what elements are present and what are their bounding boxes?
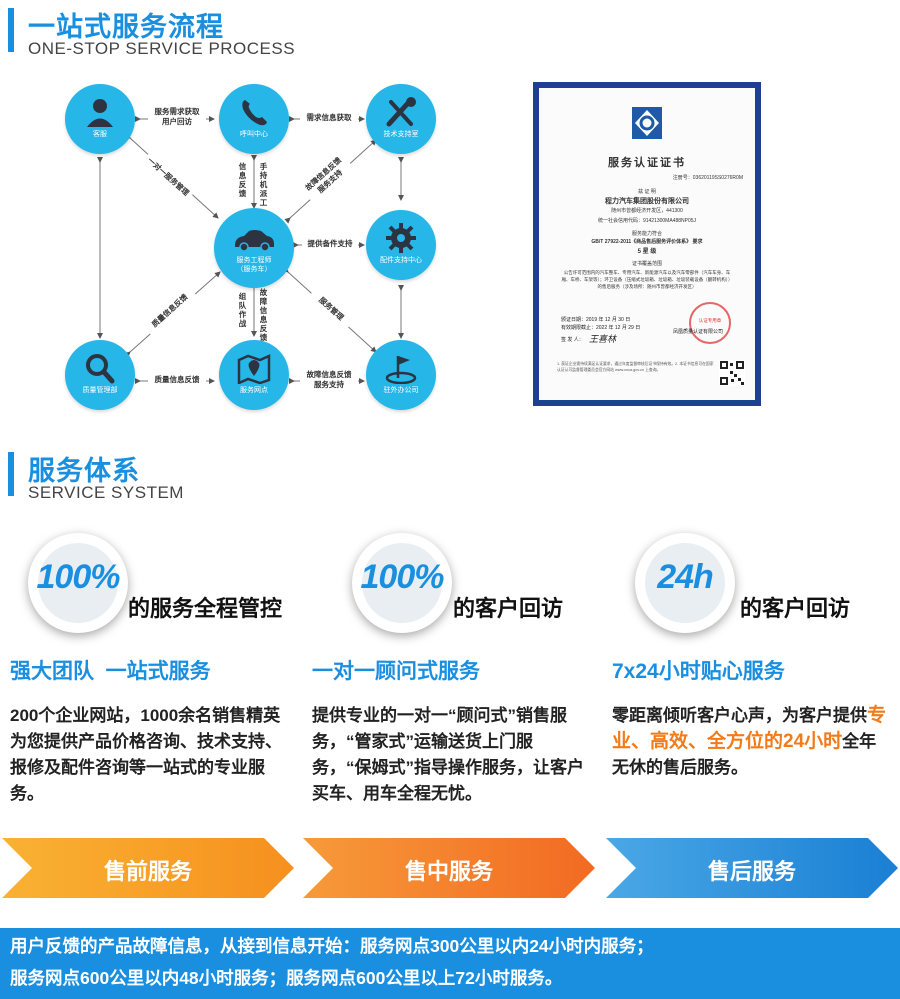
badge-value: 100%	[360, 558, 445, 596]
node-call-center: 呼叫中心	[219, 84, 289, 154]
column-body: 零距离倾听客户心声，为客户提供专业、高效、全方位的24小时全年无休的售后服务。	[612, 705, 887, 777]
certificate-issue-date: 颁证日期：2019 年 12 月 30 日	[561, 317, 631, 323]
phone-icon	[242, 100, 267, 126]
node-call-center-label: 呼叫中心	[240, 131, 268, 138]
node-tech-support-label: 技术支持室	[383, 131, 419, 138]
edge-label-outlet-office: 故障信息反馈 服务支持	[300, 370, 358, 390]
edge-label-dispatch: 手持机派工	[259, 162, 268, 207]
node-tech-support: 技术支持室	[366, 84, 436, 154]
node-quality: 质量管理部	[65, 340, 135, 410]
stage-label: 售中服务	[404, 859, 493, 884]
column-title: 强大团队 一站式服务	[10, 660, 211, 683]
certificate-standard: GB/T 27922-2011《商品售后服务评价体系》 要求	[591, 239, 703, 245]
node-service-engineer: 服务工程师 （服务车）	[214, 208, 294, 288]
certificate-paper: 服务认证证书 注册号：03620119SS0276R0M 兹 证 明 程力汽车集…	[539, 88, 755, 400]
column-title: 一对一顾问式服务	[312, 660, 480, 683]
section2-title: 服务体系	[28, 456, 140, 486]
certificate-label: 兹 证 明	[638, 189, 656, 195]
edge-label-team: 组队作战	[238, 292, 247, 328]
section2-subtitle: SERVICE SYSTEM	[28, 483, 184, 502]
node-service-outlet: 服务网点	[219, 340, 289, 410]
node-parts-center: 配件支持中心	[366, 210, 436, 280]
certificate-scope: 公告许可范围内的汽车整车、专用汽车、新能源汽车以及汽车零部件（汽车车身、车厢、车…	[561, 270, 733, 289]
badge-caption: 的客户回访	[453, 596, 564, 621]
section-accent-bar	[8, 452, 14, 496]
service-certificate: 服务认证证书 注册号：03620119SS0276R0M 兹 证 明 程力汽车集…	[533, 82, 761, 406]
location-flag-icon	[385, 356, 417, 384]
badge-bubble: 24h	[635, 533, 735, 633]
node-parts-center-label: 配件支持中心	[380, 257, 422, 264]
certificate-company: 程力汽车集团股份有限公司	[605, 198, 689, 205]
badge-caption: 的服务全程管控	[128, 596, 283, 621]
magnifier-icon	[86, 354, 115, 384]
edge-label-client-call: 服务需求获取 用户回访	[148, 107, 206, 127]
column-title: 7x24小时贴心服务	[612, 660, 785, 683]
badge-bubble: 100%	[352, 533, 452, 633]
stage-presale: 售前服务	[2, 838, 294, 898]
certificate-number: 注册号：03620119SS0276R0M	[672, 175, 743, 181]
node-service-engineer-label: 服务工程师 （服务车）	[236, 257, 272, 273]
map-pin-icon	[237, 354, 271, 384]
edge-label-outlet-quality: 质量信息反馈	[148, 375, 206, 385]
node-office: 驻外办公司	[366, 340, 436, 410]
certificate-title: 服务认证证书	[608, 157, 686, 169]
certificate-level: 5 星 级	[637, 249, 657, 255]
node-client-label: 客服	[93, 131, 107, 138]
stage-insale: 售中服务	[303, 838, 595, 898]
person-icon	[87, 99, 113, 127]
footer-line-2: 服务网点600公里以内48小时服务；服务网点600公里以上72小时服务。	[10, 968, 563, 988]
badge-value: 24h	[657, 558, 714, 596]
gear-icon	[386, 223, 416, 253]
certificate-issuer: 凤凰质量认证有限公司	[673, 329, 724, 335]
column-body: 200个企业网站，1000余名销售精英为您提供产品价格咨询、技术支持、报修及配件…	[10, 706, 282, 803]
qr-code	[719, 360, 745, 386]
certificate-capability: 服务能力符合	[631, 231, 662, 237]
certificate-footnote: 1. 获证企业需持续满足认证要求，通过年度监督审核后证书保持有效。2. 本证书信…	[557, 362, 714, 372]
badge-caption: 的客户回访	[740, 596, 851, 621]
node-quality-label: 质量管理部	[82, 387, 118, 394]
node-service-outlet-label: 服务网点	[240, 387, 268, 394]
section1-subtitle: ONE-STOP SERVICE PROCESS	[28, 39, 296, 58]
section1-title: 一站式服务流程	[28, 12, 224, 42]
certificate-valid-date: 有效期限截止：2022 年 12 月 29 日	[561, 325, 641, 331]
service-footer-banner: 用户反馈的产品故障信息，从接到信息开始：服务网点300公里以内24小时内服务； …	[0, 928, 900, 999]
stage-aftersale: 售后服务	[606, 838, 898, 898]
edge-label-info-feedback: 信息反馈	[238, 162, 247, 198]
badge-value: 100%	[36, 558, 121, 596]
certificate-signature: 王喜林	[589, 335, 617, 345]
tools-icon	[386, 97, 416, 127]
certificate-credit-code: 统一社会信用代码：91421300MA488NP05J	[597, 218, 697, 224]
certificate-signer: 签 发 人：	[561, 337, 584, 343]
certificate-logo	[632, 107, 662, 139]
edge-label-call-tech: 需求信息获取	[300, 113, 358, 123]
certificate-stamp	[689, 302, 731, 344]
car-icon	[235, 230, 274, 252]
certificate-address: 随州市曾都经济开发区，441300	[611, 208, 683, 214]
footer-line-1: 用户反馈的产品故障信息，从接到信息开始：服务网点300公里以内24小时内服务；	[10, 936, 654, 956]
certificate-stamp-text: 认证专用章	[698, 318, 722, 323]
column-body: 提供专业的一对一“顾问式”销售服务，“管家式”运输送货上门服务，“保姆式”指导操…	[312, 706, 584, 803]
section-accent-bar	[8, 8, 14, 52]
highlight-text: 专业、高效、全方位的24小时	[612, 705, 887, 752]
stage-label: 售前服务	[103, 859, 192, 884]
edge-label-fault-feedback: 故障信息反馈	[259, 288, 268, 342]
edge-label-engineer-parts: 提供备件支持	[302, 239, 358, 249]
stage-label: 售后服务	[707, 859, 796, 884]
badge-bubble: 100%	[28, 533, 128, 633]
node-office-label: 驻外办公司	[383, 387, 419, 394]
node-client: 客服	[65, 84, 135, 154]
certificate-scope-title: 证书覆盖范围	[631, 261, 662, 267]
